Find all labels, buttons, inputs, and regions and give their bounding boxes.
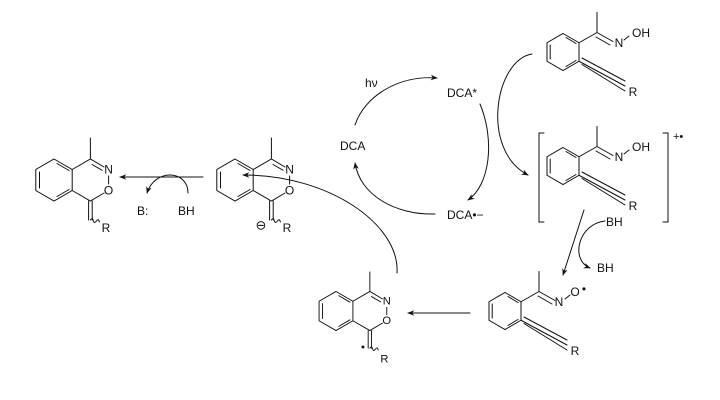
bracket-right bbox=[662, 132, 669, 223]
base-label: B: bbox=[137, 204, 148, 218]
dca-excited-label: DCA* bbox=[447, 86, 477, 100]
excitation-arrow bbox=[354, 74, 438, 126]
bh-out-label: BH bbox=[597, 261, 614, 275]
atom-n: N bbox=[383, 295, 391, 307]
base-curl-arrow bbox=[146, 174, 189, 194]
light-label: hν bbox=[365, 76, 378, 90]
atom-r: R bbox=[102, 221, 111, 235]
oxidation-arrow bbox=[497, 53, 533, 176]
bh-in-label: BH bbox=[606, 215, 623, 229]
deprotonation-arrow bbox=[562, 209, 585, 276]
starting-oxime: N OH R bbox=[546, 12, 650, 99]
anion-charge: ⊖ bbox=[256, 218, 267, 233]
atom-n: N bbox=[285, 163, 294, 177]
radical-dot: • bbox=[361, 341, 365, 353]
electron-transfer-arrow bbox=[467, 103, 490, 201]
atom-r: R bbox=[571, 344, 580, 358]
radical-cation: N OH R bbox=[546, 126, 650, 213]
atom-o: O bbox=[382, 315, 391, 327]
radical-dot: • bbox=[582, 282, 586, 296]
atom-r: R bbox=[629, 85, 638, 99]
cyclization-to-anion-arrow bbox=[242, 172, 398, 274]
atom-n: N bbox=[615, 150, 624, 164]
anion-intermediate: N O R ⊖ bbox=[216, 137, 294, 235]
iminoxyl-radical: N O • R bbox=[488, 271, 586, 358]
atom-n: N bbox=[555, 295, 564, 309]
atom-o: O bbox=[570, 285, 579, 299]
bh-left-label: BH bbox=[178, 204, 195, 218]
radical-intermediate: N O R • bbox=[318, 271, 391, 365]
dca-label: DCA bbox=[340, 139, 365, 153]
atom-n: N bbox=[104, 163, 113, 177]
atom-r: R bbox=[380, 353, 388, 365]
atom-oh: OH bbox=[632, 140, 650, 154]
bracket-left bbox=[538, 132, 545, 223]
regeneration-arrow bbox=[353, 162, 436, 215]
radical-cation-charge: +• bbox=[673, 131, 683, 143]
product-molecule: N O R bbox=[35, 137, 113, 235]
dca-radical-anion-label: DCA•− bbox=[447, 208, 484, 222]
atom-o: O bbox=[104, 184, 113, 198]
atom-o: O bbox=[285, 184, 294, 198]
bh-curl-arrow bbox=[578, 220, 606, 269]
atom-oh: OH bbox=[632, 26, 650, 40]
atom-n: N bbox=[615, 36, 624, 50]
atom-r: R bbox=[629, 199, 638, 213]
atom-r: R bbox=[283, 221, 292, 235]
